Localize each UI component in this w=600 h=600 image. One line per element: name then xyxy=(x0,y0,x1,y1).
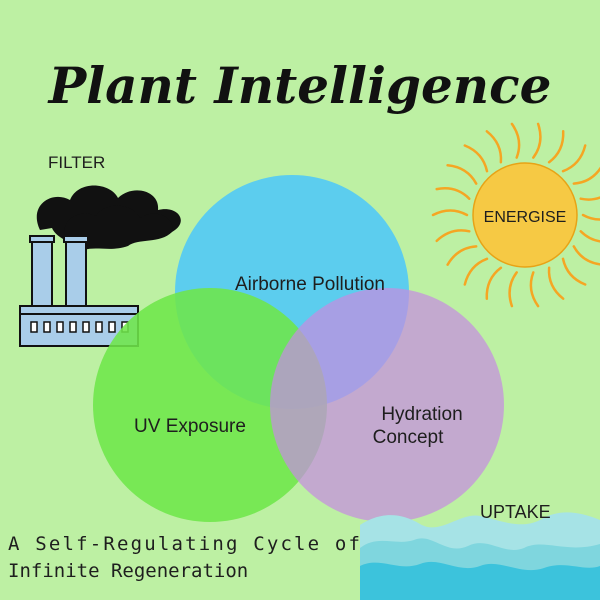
sun-rays xyxy=(431,122,600,308)
sun-ray xyxy=(463,144,489,173)
sun-ray xyxy=(485,130,503,164)
sun-ray xyxy=(446,245,478,266)
diagram-title: Plant Intelligence xyxy=(47,56,552,115)
hydration-label-line1: Hydration xyxy=(381,404,462,425)
sun-ray xyxy=(510,122,521,159)
sun-ray xyxy=(529,271,540,308)
sun-ray xyxy=(435,229,471,243)
sun-ray xyxy=(435,187,471,200)
factory-roof xyxy=(19,305,139,315)
wave-dark xyxy=(360,561,600,600)
circle-hydration-concept xyxy=(270,288,504,522)
factory-icon xyxy=(19,185,181,347)
chimney-left-cap xyxy=(29,235,55,243)
chimney-right-cap xyxy=(63,235,89,243)
caption-line1: A Self-Regulating Cycle of xyxy=(8,533,360,555)
sun-ray xyxy=(431,209,469,217)
sun-ray xyxy=(446,164,478,185)
caption-line2: Infinite Regeneration xyxy=(8,560,248,582)
sun-ray xyxy=(463,257,489,286)
sun-ray xyxy=(572,166,600,185)
airborne-pollution-label: Airborne Pollution xyxy=(235,274,385,295)
sun-ray xyxy=(572,245,600,266)
sun-disc xyxy=(472,162,578,268)
sun-ray xyxy=(547,130,565,164)
sun-ray xyxy=(581,213,600,221)
venn-diagram xyxy=(93,175,504,522)
chimney-right xyxy=(65,237,87,309)
circle-uv-exposure xyxy=(93,288,327,522)
hydration-label-line2: Concept xyxy=(373,427,444,448)
water-waves-icon xyxy=(360,512,600,600)
sun-ray xyxy=(561,144,587,173)
sun-icon xyxy=(431,122,600,308)
sun-ray xyxy=(532,122,542,159)
uptake-label: UPTAKE xyxy=(480,502,551,522)
chimney-left xyxy=(31,237,53,309)
filter-label: FILTER xyxy=(48,153,105,172)
sun-ray xyxy=(579,196,600,201)
sun-ray xyxy=(485,266,503,300)
sun-ray xyxy=(547,266,565,300)
sun-ray xyxy=(508,271,518,308)
sun-ray xyxy=(579,230,600,243)
sun-ray xyxy=(561,257,587,286)
uv-exposure-label: UV Exposure xyxy=(134,416,246,437)
smoke-cloud-2 xyxy=(64,205,173,250)
energise-label: ENERGISE xyxy=(484,209,567,226)
